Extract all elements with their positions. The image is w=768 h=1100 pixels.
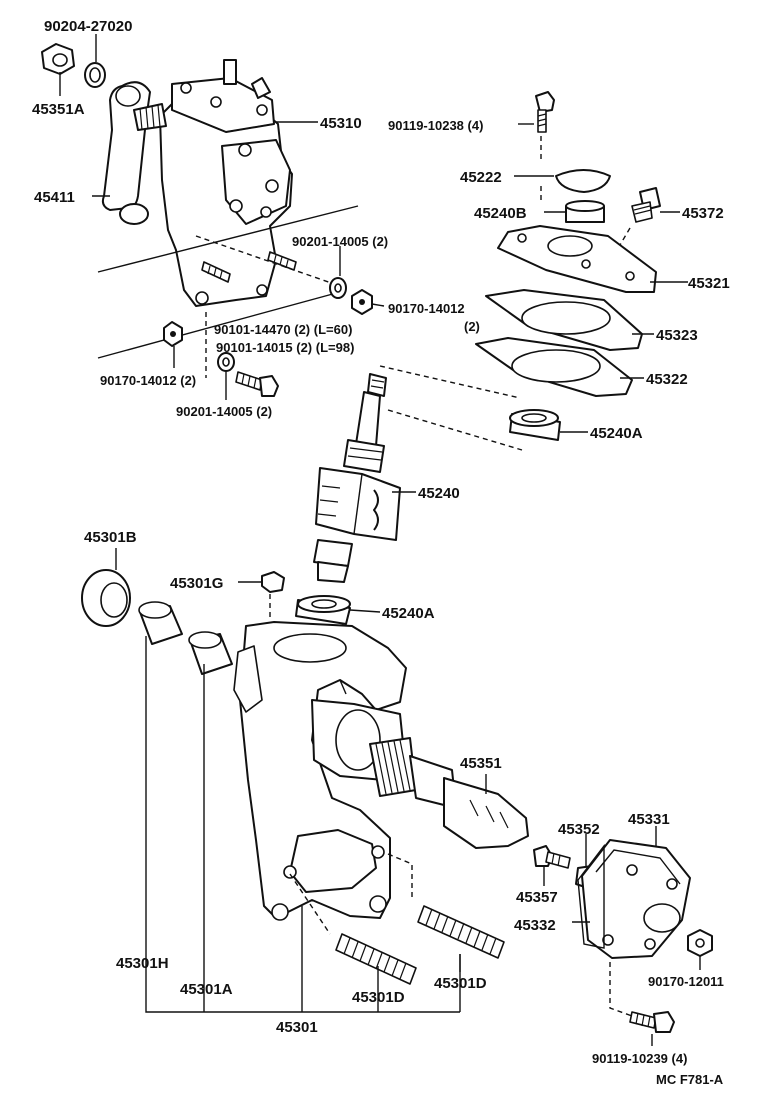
label-90170-14012-upper-qty: (2) — [464, 319, 480, 334]
washer-90201-14005-icon — [329, 277, 347, 299]
side-cover-45331-icon — [581, 839, 691, 959]
label-45372: 45372 — [682, 205, 724, 222]
part-labels: 90204-27020 45351A 45310 45411 90201-140… — [32, 18, 730, 1087]
bolt-45357-icon — [533, 845, 571, 869]
valve-cover-stack-illustration — [379, 91, 661, 451]
label-45322: 45322 — [646, 371, 688, 388]
bolt-90119-10238-icon — [535, 91, 555, 133]
label-45301G: 45301G — [170, 575, 223, 592]
bearing-45301H-icon — [138, 601, 183, 645]
gasket-45322-icon — [475, 337, 633, 397]
label-45332: 45332 — [514, 917, 556, 934]
cap-45222-icon — [555, 169, 611, 193]
label-45310: 45310 — [320, 115, 362, 132]
lock-washer-icon — [84, 62, 106, 88]
gear-housing-45310-icon — [133, 59, 297, 307]
figure-code: MC F781-A — [656, 1072, 724, 1087]
label-45321: 45321 — [688, 275, 730, 292]
label-90170-12011: 90170-12011 — [648, 974, 724, 989]
label-45301H: 45301H — [116, 955, 169, 972]
oil-seal-45240A-top-icon — [509, 409, 561, 441]
bolt-90119-10239-icon — [629, 1011, 675, 1033]
label-45240A-top: 45240A — [590, 425, 643, 442]
label-90201-14005-lower: 90201-14005 (2) — [176, 404, 272, 419]
label-90170-14012-upper: 90170-14012 — [388, 301, 465, 316]
label-45351: 45351 — [460, 755, 502, 772]
worm-valve-45240-icon — [313, 373, 401, 583]
bearing-45301A-icon — [188, 631, 233, 675]
label-45240: 45240 — [418, 485, 460, 502]
label-45323: 45323 — [656, 327, 698, 344]
oil-seal-45301B-icon — [81, 569, 131, 627]
leader-lines — [59, 34, 701, 1046]
gear-housing-45301-icon — [233, 621, 407, 921]
sector-shaft-45351-icon — [369, 737, 529, 849]
nut-90170-14012-left-icon — [163, 321, 183, 347]
label-45357: 45357 — [516, 889, 558, 906]
nut-90170-14012-icon — [351, 289, 373, 315]
label-45240A-mid: 45240A — [382, 605, 435, 622]
union-45372-icon — [631, 187, 661, 223]
label-45301D-right: 45301D — [434, 975, 487, 992]
label-90101-14015: 90101-14015 (2) (L=98) — [216, 340, 354, 355]
fitting-45301G-icon — [261, 571, 285, 593]
label-90204-27020: 90204-27020 — [44, 18, 132, 35]
nut-45351A-icon — [41, 43, 75, 75]
oil-seal-45240A-mid-icon — [295, 595, 351, 625]
label-90170-14012-lower: 90170-14012 (2) — [100, 373, 196, 388]
label-45301A: 45301A — [180, 981, 233, 998]
bushing-45240B-icon — [565, 200, 605, 223]
label-45411: 45411 — [34, 189, 75, 206]
cover-45321-icon — [497, 225, 657, 293]
label-45352: 45352 — [558, 821, 600, 838]
label-45301B: 45301B — [84, 529, 137, 546]
steering-gear-assembly-illustration — [41, 43, 373, 397]
stud-45301D-lower-icon — [335, 933, 417, 985]
label-90119-10238: 90119-10238 (4) — [388, 118, 483, 133]
bolt-90101-icon — [235, 371, 279, 397]
label-45222: 45222 — [460, 169, 502, 186]
label-45351A: 45351A — [32, 101, 85, 118]
label-45301: 45301 — [276, 1019, 318, 1036]
nut-90170-12011-icon — [687, 929, 713, 957]
stud-45301D-right-icon — [417, 905, 505, 959]
pitman-arm-icon — [101, 81, 151, 225]
label-45240B: 45240B — [474, 205, 527, 222]
label-90101-14470: 90101-14470 (2) (L=60) — [214, 322, 352, 337]
label-45331: 45331 — [628, 811, 670, 828]
label-90201-14005-upper: 90201-14005 (2) — [292, 234, 388, 249]
gasket-45323-icon — [485, 289, 643, 351]
washer-90201-14005-lower-icon — [217, 352, 235, 372]
label-90119-10239: 90119-10239 (4) — [592, 1051, 687, 1066]
label-45301D-lower: 45301D — [352, 989, 405, 1006]
